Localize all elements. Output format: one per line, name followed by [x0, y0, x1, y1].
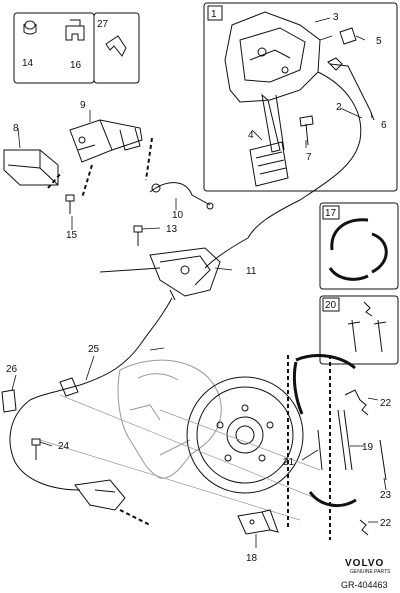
brake-disc: [186, 376, 304, 494]
bolt-part-15: [65, 194, 75, 214]
brand-name: VOLVO: [345, 558, 384, 569]
part-label-5: 5: [376, 36, 382, 47]
inset-label-20: 20: [325, 300, 337, 311]
clip-part-26: [1, 389, 17, 413]
part-label-25: 25: [88, 344, 100, 355]
part-label-4: 4: [248, 130, 254, 141]
grommet-part-14: [23, 20, 37, 35]
part-label-10: 10: [172, 210, 184, 221]
part-label-26: 26: [6, 364, 18, 375]
small-parts-inset: [13, 12, 140, 84]
part-label-23: 23: [380, 490, 392, 501]
rear-knuckle-and-disc: [117, 359, 222, 479]
inset-label-1: 1: [211, 9, 217, 20]
springs-inset: [319, 295, 399, 365]
bracket-part-18: [237, 509, 279, 535]
part-label-6: 6: [381, 120, 387, 131]
part-label-21: 21: [283, 457, 295, 468]
parking-brake-pedal-inset: [203, 2, 398, 239]
clip-part-27: [105, 35, 127, 57]
part-label-9: 9: [80, 100, 86, 111]
cover-part-8: [3, 149, 59, 186]
reference-code: GR-404463: [341, 580, 388, 590]
cable-end-fitting: [59, 377, 126, 511]
bolt-part-24: [31, 438, 41, 460]
part-label-24: 24: [58, 441, 70, 452]
link-part-10: [149, 182, 214, 210]
brand-subtitle: GENUINE PARTS: [350, 569, 391, 575]
part-labels: 1 27 17 20 2 3 4 5 6 7 8 9 10 11 13 14 1…: [6, 9, 392, 564]
inset-label-17: 17: [325, 208, 337, 219]
part-label-15: 15: [66, 230, 78, 241]
bolt-part-13: [133, 225, 143, 246]
part-label-13: 13: [166, 224, 178, 235]
part-label-22-lower: 22: [380, 518, 392, 529]
volvo-brand-mark: VOLVO GENUINE PARTS: [345, 558, 391, 575]
part-label-19: 19: [362, 442, 374, 453]
part-label-7: 7: [306, 152, 312, 163]
inset-label-27: 27: [97, 19, 109, 30]
part-label-2: 2: [336, 102, 342, 113]
part-label-16: 16: [70, 60, 82, 71]
part-label-18: 18: [246, 553, 258, 564]
part-label-8: 8: [13, 123, 19, 134]
handle-part-9: [69, 119, 143, 163]
part-label-11: 11: [246, 266, 257, 277]
clip-part-16: [65, 19, 85, 41]
part-label-22-upper: 22: [380, 398, 392, 409]
equalizer-part-11: [99, 247, 221, 301]
part-label-3: 3: [333, 12, 339, 23]
brake-shoes-inset: [319, 202, 399, 290]
part-label-14: 14: [22, 58, 34, 69]
